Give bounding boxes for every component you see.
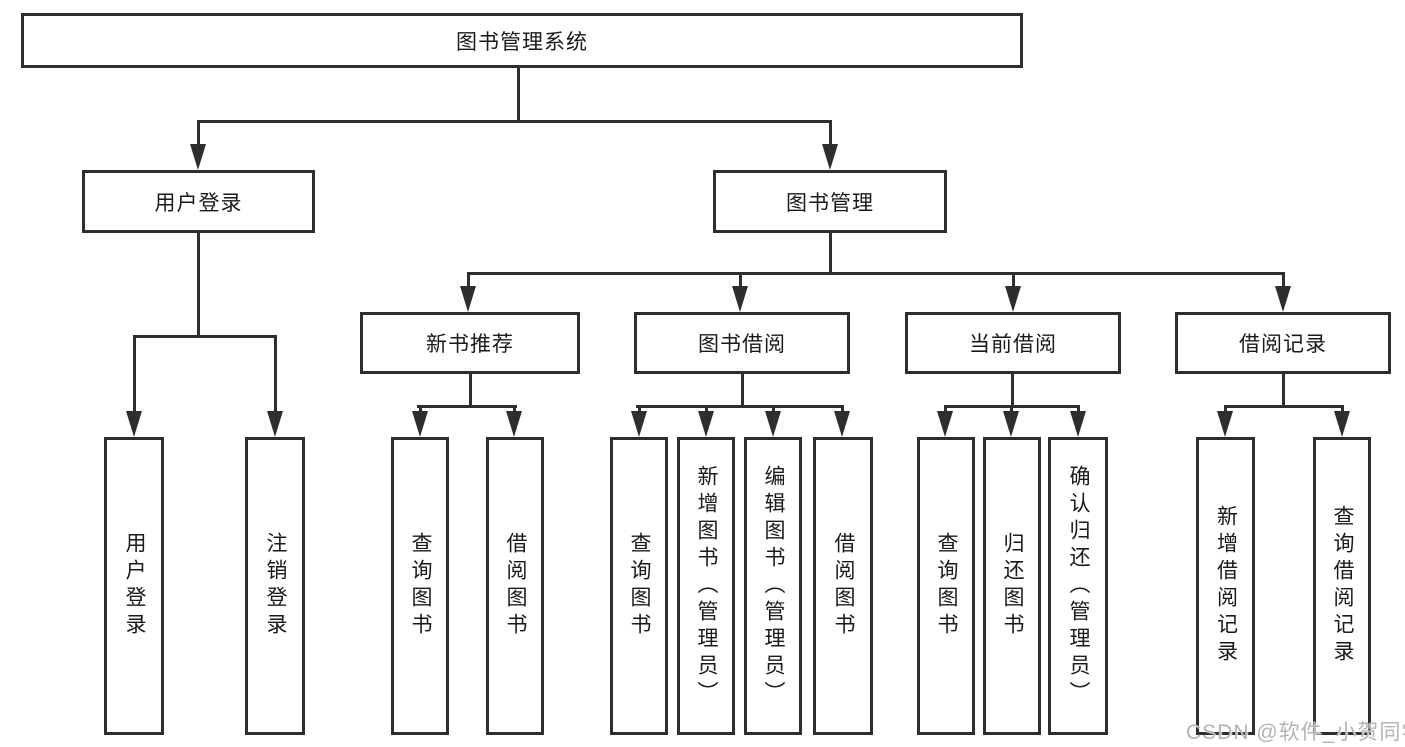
connector-drop	[1341, 405, 1344, 415]
leaf-return-book: 归还图书	[983, 437, 1041, 735]
leaf-query-books-current: 查询图书	[917, 437, 975, 735]
connector-drop	[829, 120, 832, 148]
leaf-add-book-admin: 新增图书（管理员）	[677, 437, 735, 735]
connector-new-book-rec-span	[417, 405, 517, 408]
node-book-borrow: 图书借阅	[634, 312, 850, 374]
arrowhead-down-icon	[460, 286, 476, 312]
arrowhead-down-icon	[1217, 411, 1233, 437]
node-user-login: 用户登录	[82, 170, 315, 233]
arrowhead-down-icon	[698, 411, 714, 437]
arrowhead-down-icon	[412, 411, 428, 437]
leaf-add-borrow-record: 新增借阅记录	[1196, 437, 1255, 735]
connector-drop	[467, 272, 470, 290]
connector-drop	[133, 335, 136, 415]
connector-book-borrow-span	[636, 405, 844, 408]
connector-book-mgmt-trunk	[829, 233, 832, 275]
connector-drop	[705, 405, 708, 415]
leaf-user-login: 用户登录	[104, 437, 164, 735]
connector-root-span	[197, 120, 831, 123]
connector-current-borrow-trunk	[1011, 374, 1014, 408]
connector-new-book-rec-trunk	[469, 374, 472, 408]
arrowhead-down-icon	[822, 144, 838, 170]
connector-drop	[419, 405, 422, 415]
csdn-watermark: CSDN @软件_小贺同学	[1186, 721, 1405, 744]
arrowhead-down-icon	[631, 411, 647, 437]
arrowhead-down-icon	[267, 411, 283, 437]
connector-drop	[944, 405, 947, 415]
leaf-borrow-books-rec: 借阅图书	[486, 437, 544, 735]
connector-drop	[1077, 405, 1080, 415]
arrowhead-down-icon	[1005, 286, 1021, 312]
connector-drop	[841, 405, 844, 415]
node-book-mgmt: 图书管理	[713, 170, 947, 233]
arrowhead-down-icon	[834, 411, 850, 437]
connector-book-borrow-trunk	[741, 374, 744, 408]
connector-drop	[638, 405, 641, 415]
connector-drop	[513, 405, 516, 415]
arrowhead-down-icon	[190, 144, 206, 170]
connector-root-trunk	[517, 68, 520, 123]
connector-drop	[772, 405, 775, 415]
leaf-edit-book-admin: 编辑图书（管理员）	[744, 437, 802, 735]
arrowhead-down-icon	[765, 411, 781, 437]
connector-drop	[739, 272, 742, 290]
arrowhead-down-icon	[126, 411, 142, 437]
connector-borrow-records-trunk	[1282, 374, 1285, 408]
arrowhead-down-icon	[1334, 411, 1350, 437]
leaf-confirm-return-admin: 确认归还（管理员）	[1048, 437, 1108, 735]
node-root: 图书管理系统	[21, 13, 1023, 68]
arrowhead-down-icon	[1070, 411, 1086, 437]
leaf-borrow-books: 借阅图书	[813, 437, 873, 735]
leaf-query-books-borrow: 查询图书	[610, 437, 668, 735]
connector-user-login-trunk	[197, 233, 200, 338]
arrowhead-down-icon	[1275, 286, 1291, 312]
connector-borrow-records-span	[1224, 405, 1344, 408]
connector-book-mgmt-span	[467, 272, 1285, 275]
arrowhead-down-icon	[1003, 411, 1019, 437]
arrowhead-down-icon	[506, 411, 522, 437]
connector-drop	[274, 335, 277, 415]
arrowhead-down-icon	[937, 411, 953, 437]
connector-drop	[197, 120, 200, 148]
connector-user-login-span	[133, 335, 277, 338]
leaf-query-borrow-record: 查询借阅记录	[1313, 437, 1371, 735]
arrowhead-down-icon	[732, 286, 748, 312]
node-borrow-records: 借阅记录	[1175, 312, 1391, 374]
connector-drop	[1012, 272, 1015, 290]
leaf-logout: 注销登录	[245, 437, 305, 735]
connector-drop	[1010, 405, 1013, 415]
node-new-book-rec: 新书推荐	[360, 312, 580, 374]
node-current-borrow: 当前借阅	[905, 312, 1121, 374]
connector-drop	[1282, 272, 1285, 290]
leaf-query-books-rec: 查询图书	[391, 437, 449, 735]
connector-drop	[1224, 405, 1227, 415]
